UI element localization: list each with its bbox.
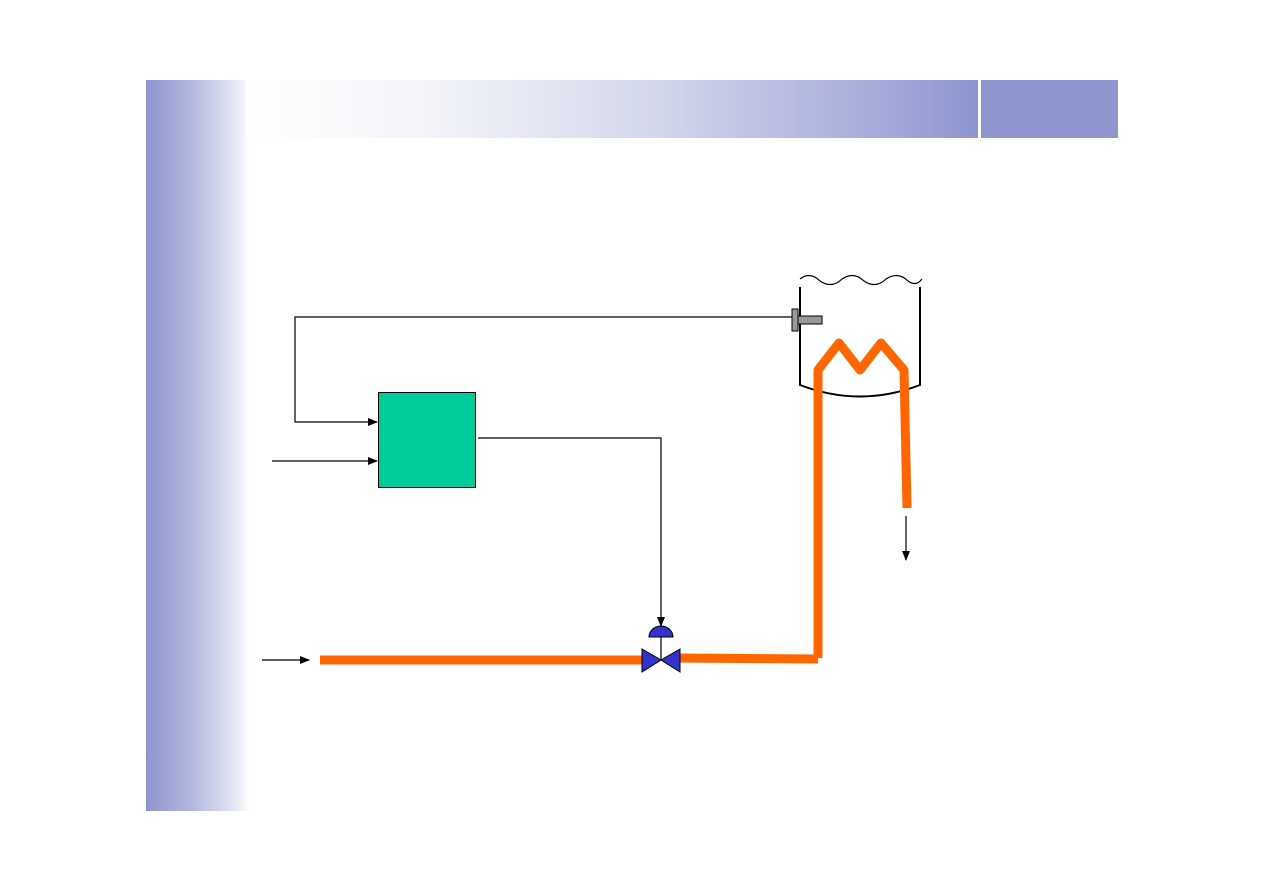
coil-icon [813,338,912,658]
slide-sidebar-band [146,80,250,811]
actuator-icon [648,625,674,660]
valve-icon [641,648,681,673]
liquid-surface [799,274,923,286]
steam-outlet-pipe [677,653,819,664]
controller-block [378,392,476,488]
slide-header-gap [978,80,981,138]
slide-header-block [981,80,1118,138]
tank-icon [799,274,923,398]
slide-header-band [246,80,978,138]
sensor-icon [791,308,823,332]
feedback-signal-line [294,316,792,426]
controller-output-line [478,437,665,627]
